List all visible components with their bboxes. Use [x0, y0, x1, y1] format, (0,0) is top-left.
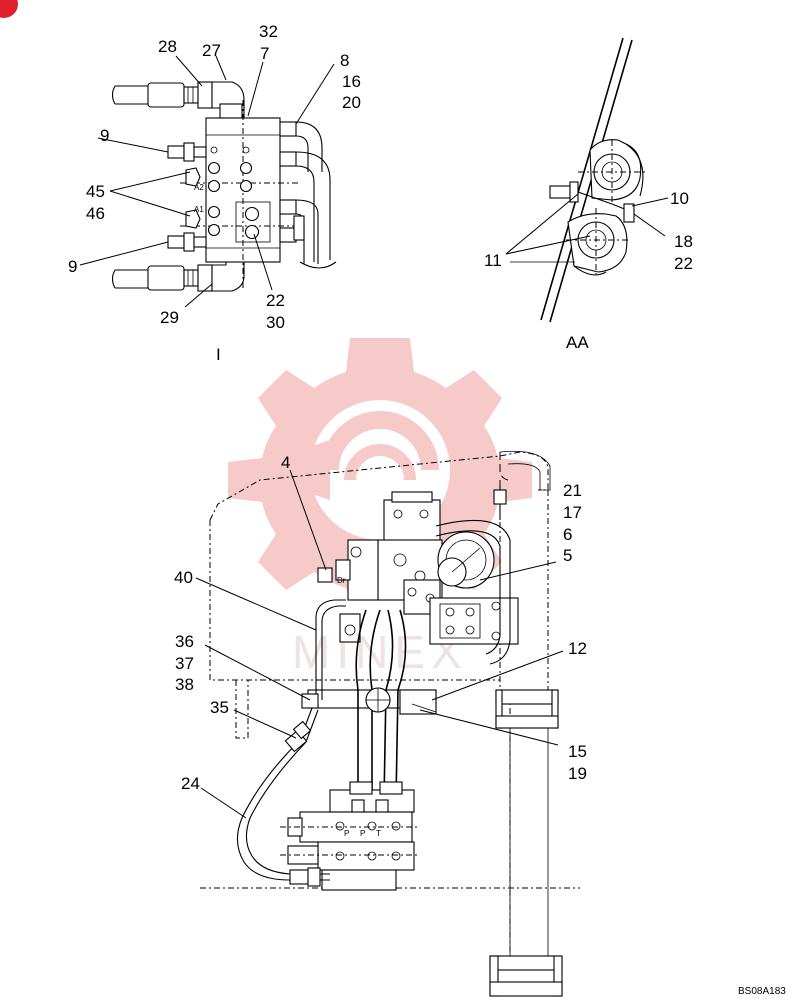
callout-12: 12 [568, 639, 587, 658]
view-i-leaders [79, 55, 335, 308]
callout-27: 27 [202, 41, 221, 60]
callout-10: 10 [670, 189, 689, 208]
callout-9-lower: 9 [68, 257, 77, 276]
callout-40: 40 [174, 568, 193, 587]
callout-6: 6 [563, 525, 572, 544]
callout-17: 17 [563, 503, 582, 522]
view-aa-leaders [505, 193, 669, 263]
main-control-valve: P P T [280, 781, 420, 891]
callout-4: 4 [281, 453, 290, 472]
port-label-p1: P [344, 829, 349, 838]
callout-45: 45 [86, 182, 105, 201]
callout-29: 29 [160, 308, 179, 327]
main-callouts: 4 21 17 6 5 40 36 37 38 12 35 15 19 24 [174, 453, 587, 793]
view-i-callouts: 28 27 32 7 8 16 20 9 45 46 9 29 22 30 I [68, 22, 361, 364]
callout-24: 24 [181, 774, 200, 793]
callout-22-view-i: 22 [266, 291, 285, 310]
port-label-t: T [376, 829, 381, 838]
view-aa-callouts: 10 11 18 22 AA [484, 189, 693, 352]
drawing-code: BS08A183 [738, 986, 786, 997]
callout-11: 11 [484, 251, 502, 270]
view-i-valve-block: A2 A1 [111, 81, 337, 292]
callout-21: 21 [563, 481, 582, 500]
callout-16: 16 [342, 72, 361, 91]
corner-badge [0, 0, 18, 18]
callout-7: 7 [260, 44, 269, 63]
callout-19: 19 [568, 764, 587, 783]
callout-5: 5 [563, 546, 572, 565]
callout-35: 35 [210, 698, 229, 717]
callout-22-view-aa: 22 [674, 254, 693, 273]
callout-9-upper: 9 [100, 126, 109, 145]
view-aa-clamp [540, 37, 648, 323]
view-label-i: I [216, 345, 221, 364]
port-label-a1: A1 [194, 205, 204, 214]
callout-15: 15 [568, 742, 587, 761]
callout-36: 36 [175, 632, 194, 651]
main-frame [200, 450, 580, 997]
callout-32: 32 [259, 22, 278, 41]
callout-38: 38 [175, 675, 194, 694]
callout-18: 18 [674, 232, 693, 251]
callout-20: 20 [342, 93, 361, 112]
main-pump-assembly: Dr [315, 486, 519, 801]
callout-46: 46 [86, 204, 105, 223]
callout-37: 37 [175, 654, 194, 673]
callout-8: 8 [340, 51, 349, 70]
port-label-dr: Dr [337, 576, 346, 585]
callout-30: 30 [266, 313, 285, 332]
main-leaders [195, 469, 564, 819]
callout-28: 28 [158, 37, 177, 56]
port-label-p2: P [360, 829, 365, 838]
view-label-aa: AA [566, 333, 589, 352]
port-label-a2: A2 [194, 183, 204, 192]
